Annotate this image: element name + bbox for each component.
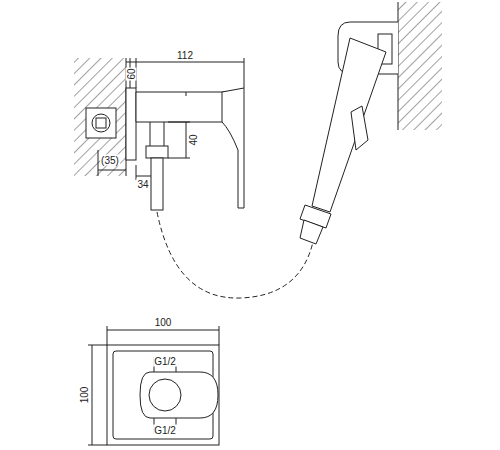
mixer-body [136,92,228,122]
handle-hub [149,379,181,411]
lever-handle [222,88,244,208]
outlet-stem [150,122,151,146]
dimension-line [98,170,126,171]
valve-core [96,118,106,128]
body-mark [186,92,187,96]
dimension-line [107,330,219,331]
dimension-label: 60 [126,67,137,80]
dimension-line [136,176,151,177]
cover-plate [126,88,136,160]
cover-plate-front [107,345,219,445]
extension-line [168,158,190,159]
extension-line [219,326,220,345]
extension-line [88,345,107,346]
dimension-label: G1/2 [153,356,177,367]
extension-line [107,326,108,345]
shower-connector [300,220,323,244]
dimension-label: G1/2 [153,425,177,436]
extension-line [98,150,99,176]
dimension-line [186,122,187,158]
dimension-label: 34 [136,179,149,190]
dimension-label: 100 [154,317,173,328]
wall-hatch [74,58,126,176]
hose-connector [151,158,163,210]
dimension-line [92,345,93,445]
dimension-label: 100 [79,386,90,405]
valve-housing [86,108,116,138]
dimension-label: (35) [100,155,120,166]
trigger-button [351,106,368,150]
dimension-line [126,62,244,63]
extension-line [88,445,107,446]
hose [157,212,313,298]
outlet-stem [164,122,165,146]
wall-hatch [398,2,442,130]
hand-shower [312,38,386,212]
extension-line [168,122,190,123]
dimension-label: 40 [188,133,199,146]
valve-seat [92,114,110,132]
dimension-label: 112 [176,50,194,61]
lever-front [140,372,218,418]
outlet-nut [146,146,168,158]
extension-line [244,58,245,88]
